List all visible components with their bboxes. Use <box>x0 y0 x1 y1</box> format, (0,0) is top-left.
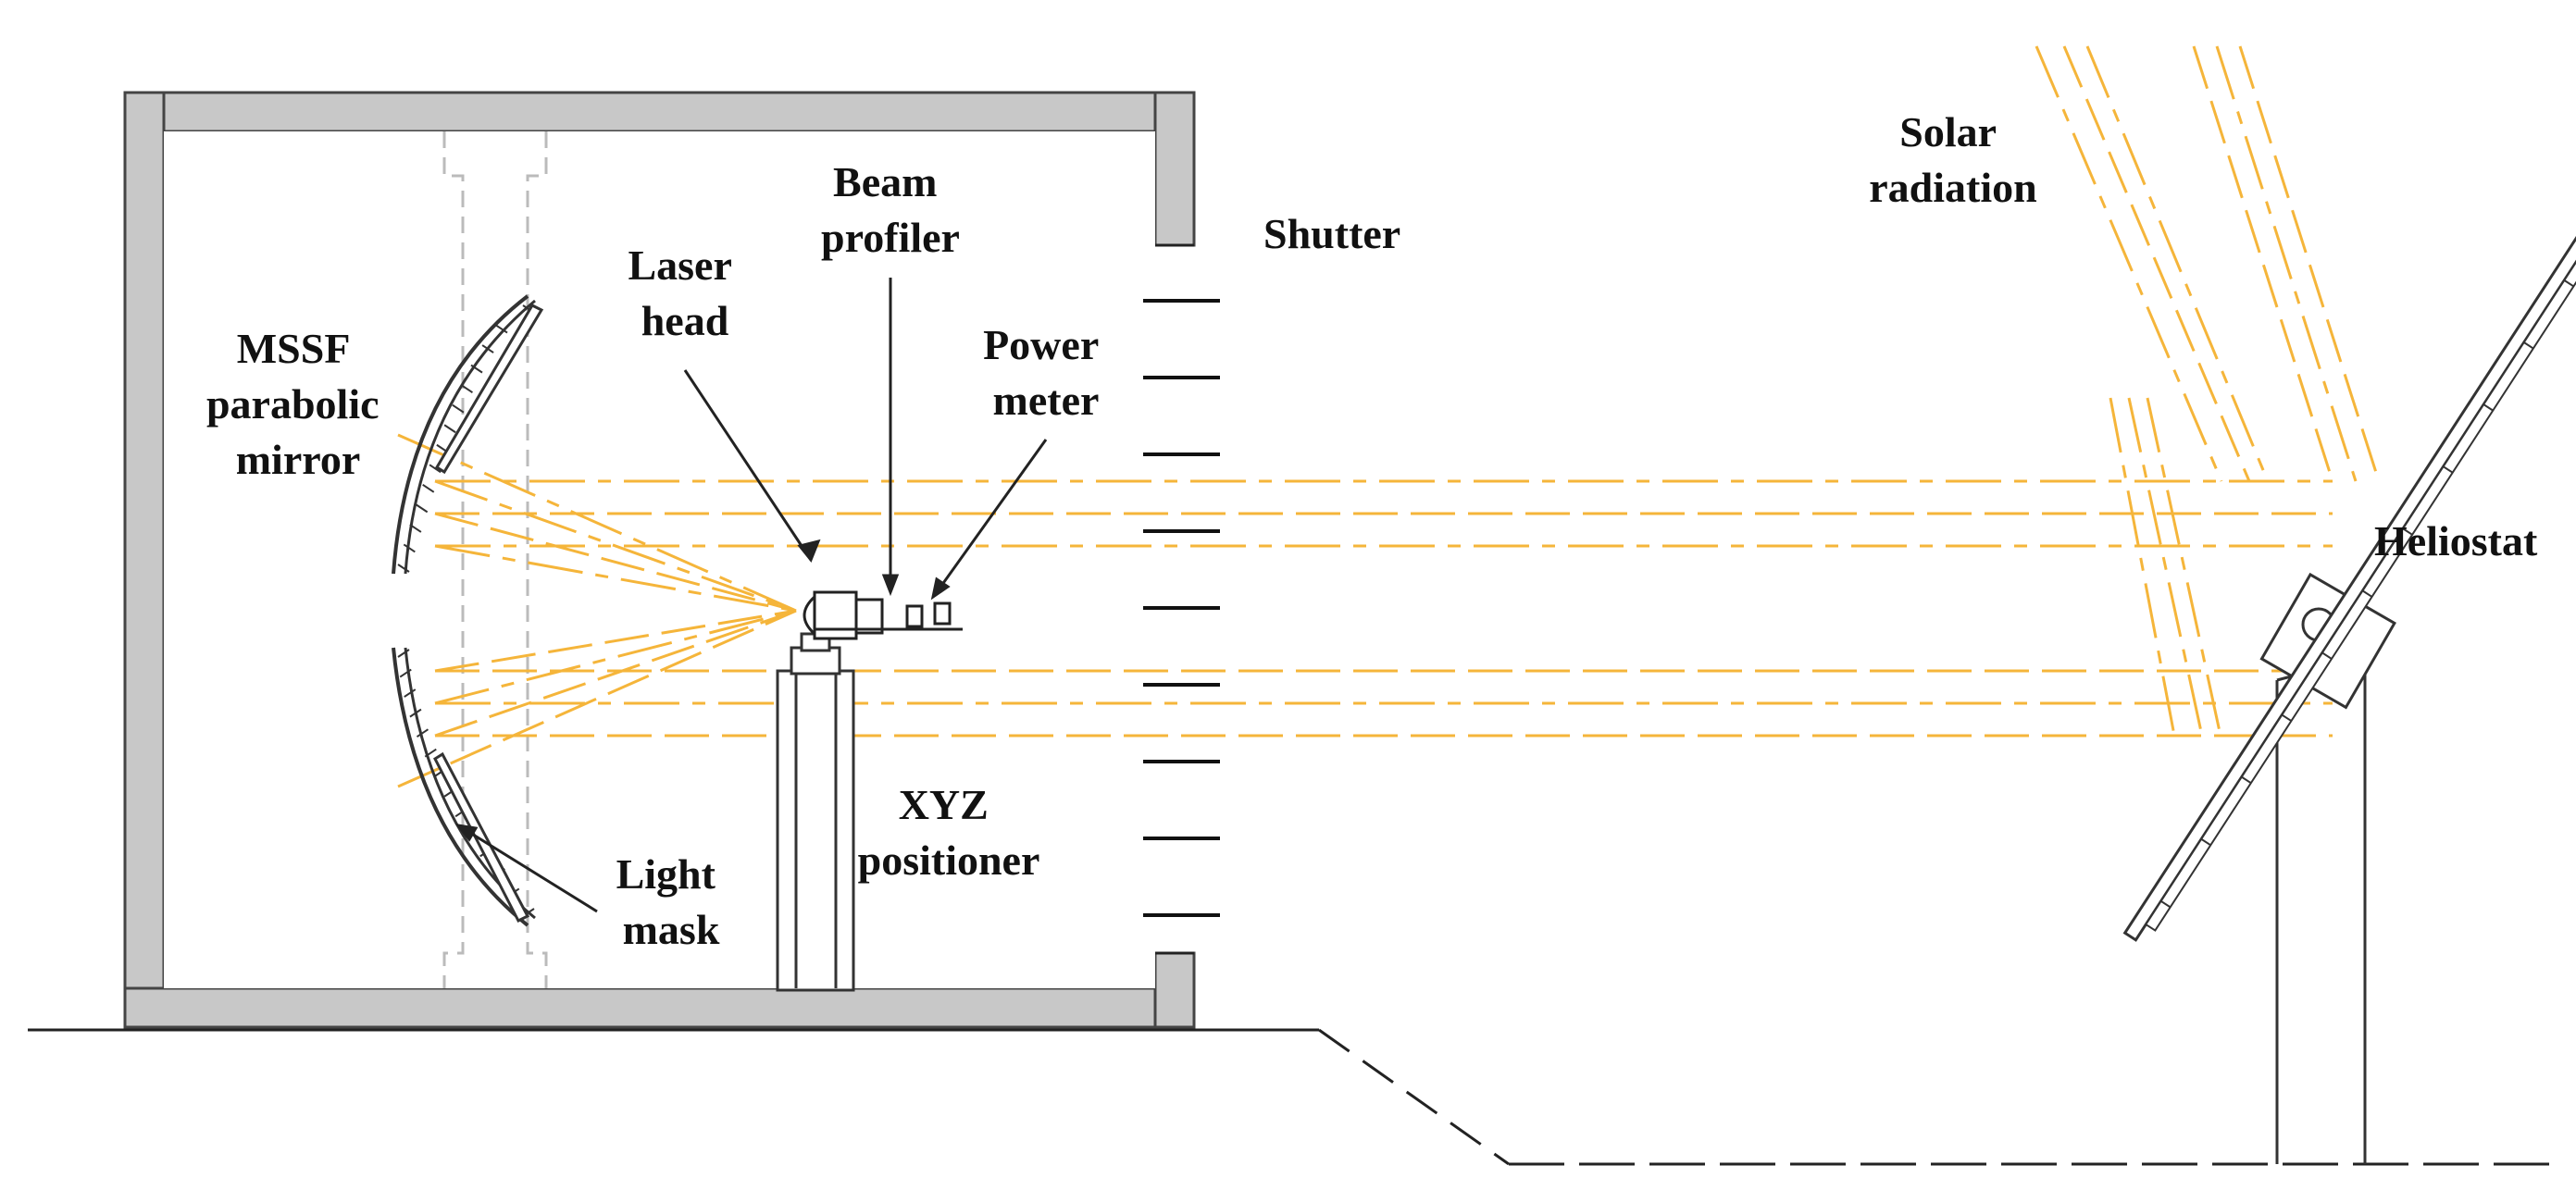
solar-rays <box>397 45 2381 788</box>
solar-ray-in <box>2127 397 2205 741</box>
solar-ray-in <box>2215 45 2358 482</box>
focus-ray <box>434 512 797 613</box>
solar-ray-in <box>2062 45 2251 482</box>
building-walls <box>123 91 1196 1029</box>
light-mask-shape <box>433 304 544 923</box>
beam-profiler-device <box>905 604 924 628</box>
focus-ray <box>434 609 797 673</box>
mirror-label: MSSF parabolic mirror <box>206 325 390 483</box>
solar-ray-in <box>2109 397 2177 741</box>
mirror-frame <box>442 131 548 988</box>
xyz-positioner-label: XYZ positioner <box>858 781 1040 884</box>
leader-laser-head <box>683 369 813 561</box>
beam-profiler-label: Beam profiler <box>821 158 960 261</box>
light-mask-label: Light mask <box>616 850 727 953</box>
shutter-label: Shutter <box>1263 210 1400 257</box>
solar-ray-in <box>2035 45 2223 482</box>
heliostat-label: Heliostat <box>2374 517 2538 564</box>
heliostat <box>2122 232 2576 1164</box>
leader-lines <box>454 278 1048 913</box>
solar-ray-in <box>2085 45 2270 482</box>
solar-ray-in <box>2146 397 2223 741</box>
focus-ray <box>397 609 797 788</box>
ground-line <box>28 1028 2555 1166</box>
leader-power-meter <box>935 439 1048 593</box>
leader-light-mask <box>462 826 598 913</box>
laser-head <box>803 590 963 640</box>
shutter <box>1143 299 1220 917</box>
focus-ray <box>434 479 797 613</box>
focus-ray <box>434 609 797 705</box>
solar-ray-in <box>2192 45 2334 482</box>
focus-ray <box>434 544 797 613</box>
solar-radiation-label: Solar radiation <box>1869 108 2036 211</box>
solar-ray-in <box>2238 45 2381 482</box>
focus-ray <box>397 433 797 613</box>
laser-head-label: Laser head <box>628 242 741 344</box>
power-meter-device <box>933 601 952 626</box>
xyz-positioner <box>776 632 855 992</box>
power-meter-label: Power meter <box>983 321 1109 424</box>
focus-ray <box>434 609 797 738</box>
